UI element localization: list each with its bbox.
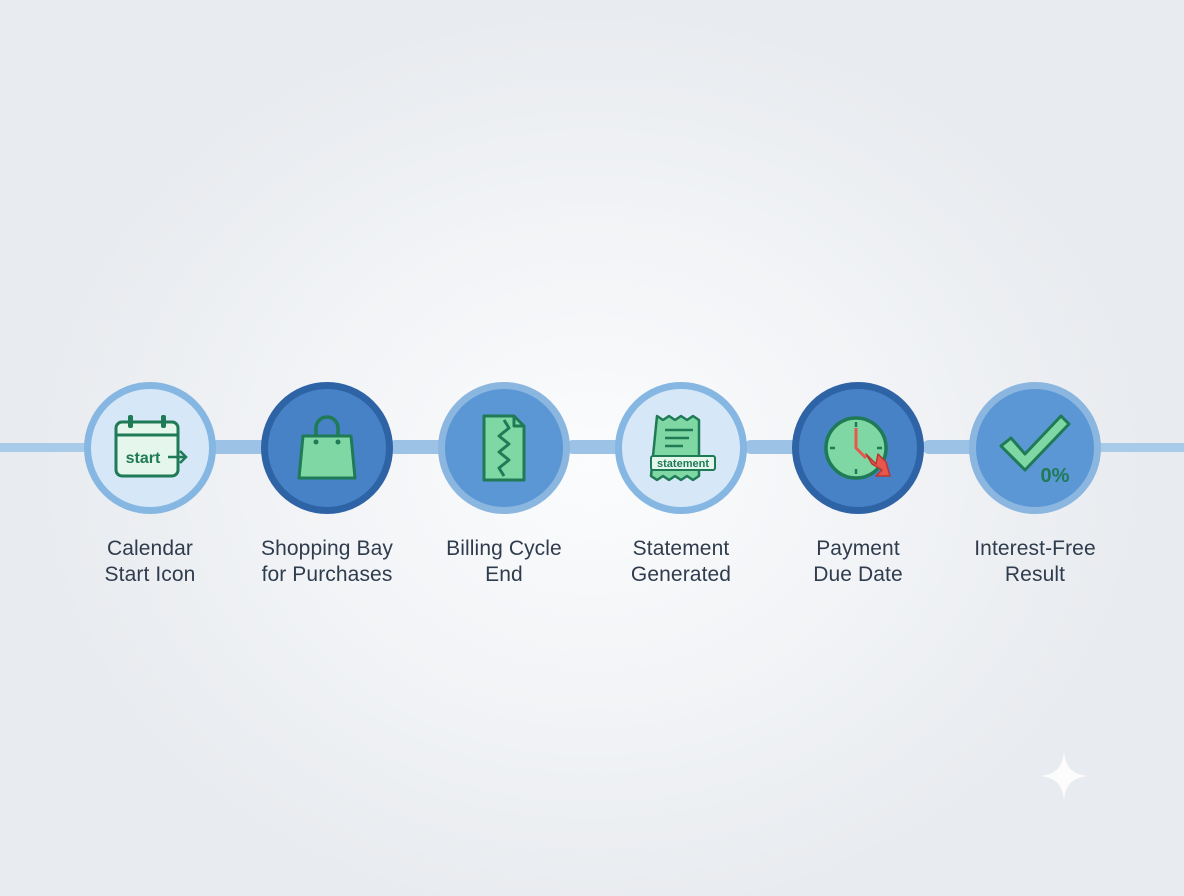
- shopping-bag-icon: [297, 415, 357, 480]
- step-node: [261, 382, 393, 514]
- step-calendar-start: start Calendar Start Icon: [50, 382, 250, 588]
- step-node: 0%: [969, 382, 1101, 514]
- step-label: Interest-Free Result: [974, 537, 1096, 586]
- statement-badge-text: statement: [657, 458, 709, 470]
- step-payment-due-date: Payment Due Date: [758, 382, 958, 588]
- step-interest-free-result: 0% Interest-Free Result: [935, 382, 1135, 588]
- step-node: [438, 382, 570, 514]
- step-node: statement: [615, 382, 747, 514]
- zero-percent-text: 0%: [1041, 465, 1070, 486]
- step-label: Statement Generated: [630, 537, 732, 586]
- calendar-start-icon: start: [114, 415, 188, 478]
- statement-receipt-icon: statement: [649, 414, 716, 482]
- step-label: Shopping Bay for Purchases: [261, 537, 393, 586]
- clock-due-icon: [824, 416, 891, 480]
- step-node: start: [84, 382, 216, 514]
- torn-document-icon: [482, 414, 526, 482]
- step-node: [792, 382, 924, 514]
- step-label: Billing Cycle End: [446, 537, 562, 586]
- check-zero-percent-icon: 0%: [999, 414, 1071, 486]
- step-label: Payment Due Date: [813, 537, 903, 586]
- step-shopping-bag: Shopping Bay for Purchases: [227, 382, 427, 588]
- step-label: Calendar Start Icon: [104, 537, 196, 586]
- step-statement-generated: statement Statement Generated: [581, 382, 781, 588]
- calendar-start-text: start: [126, 450, 161, 467]
- sparkle-icon: [1040, 752, 1088, 800]
- step-billing-cycle-end: Billing Cycle End: [404, 382, 604, 588]
